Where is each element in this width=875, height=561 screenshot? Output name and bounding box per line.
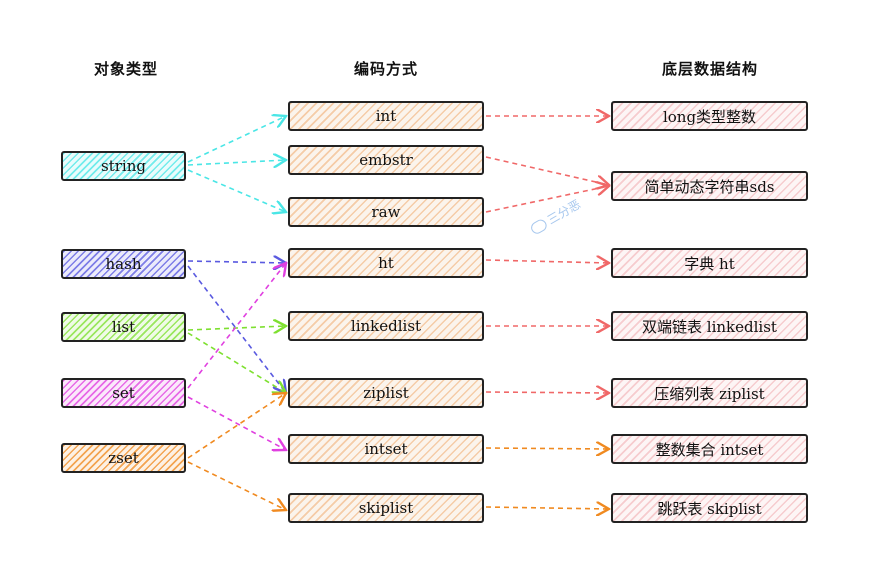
arrow-list-ziplist bbox=[187, 332, 286, 393]
ds-label: 整数集合 intset bbox=[655, 440, 764, 459]
ds-label: long类型整数 bbox=[662, 107, 757, 126]
encoding-label: ziplist bbox=[363, 384, 409, 402]
arrow-hash-ht bbox=[187, 261, 286, 263]
encoding-embstr: embstr bbox=[288, 145, 484, 175]
encoding-label: intset bbox=[364, 440, 408, 458]
ds-intset: 整数集合 intset bbox=[611, 434, 808, 464]
arrow-raw-sds bbox=[485, 186, 609, 213]
ds-label: 双端链表 linkedlist bbox=[642, 317, 777, 336]
encoding-skiplist: skiplist bbox=[288, 493, 484, 523]
encoding-label: raw bbox=[371, 203, 401, 221]
object-type-set: set bbox=[61, 378, 186, 408]
ds-long-integer: long类型整数 bbox=[611, 101, 808, 131]
arrow-skiplist-skiplist bbox=[485, 507, 609, 509]
encoding-int: int bbox=[288, 101, 484, 131]
encoding-label: ht bbox=[378, 254, 394, 272]
header-object-type: 对象类型 bbox=[93, 60, 158, 78]
arrow-intset-intset bbox=[485, 448, 609, 449]
encoding-label: embstr bbox=[359, 151, 413, 169]
arrow-ht-dict bbox=[485, 260, 609, 263]
encoding-linkedlist: linkedlist bbox=[288, 311, 484, 341]
arrow-zset-skiplist bbox=[187, 461, 286, 510]
header-data-structure: 底层数据结构 bbox=[661, 60, 758, 78]
encoding-ziplist: ziplist bbox=[288, 378, 484, 408]
ds-ziplist: 压缩列表 ziplist bbox=[611, 378, 808, 408]
object-type-label: list bbox=[111, 318, 136, 336]
encoding-ht: ht bbox=[288, 248, 484, 278]
encoding-label: skiplist bbox=[358, 499, 414, 517]
encoding-label: int bbox=[375, 107, 397, 125]
object-type-list: list bbox=[61, 312, 186, 342]
arrow-string-embstr bbox=[187, 160, 286, 165]
arrow-set-intset bbox=[187, 396, 286, 450]
object-type-label: string bbox=[101, 157, 146, 175]
ds-dict-ht: 字典 ht bbox=[611, 248, 808, 278]
object-type-label: set bbox=[112, 384, 135, 402]
arrow-ziplist-ziplist bbox=[485, 392, 609, 393]
encoding-intset: intset bbox=[288, 434, 484, 464]
object-type-string: string bbox=[61, 151, 186, 181]
arrow-set-ht bbox=[187, 263, 286, 389]
ds-sds: 简单动态字符串sds bbox=[611, 171, 808, 201]
object-type-hash: hash bbox=[61, 249, 186, 279]
arrow-string-raw bbox=[187, 169, 286, 212]
arrow-zset-ziplist bbox=[187, 393, 286, 459]
object-type-label: zset bbox=[108, 449, 139, 467]
arrow-hash-ziplist bbox=[187, 265, 286, 393]
arrow-list-linkedlist bbox=[187, 326, 286, 330]
arrow-string-int bbox=[187, 116, 286, 163]
ds-linkedlist: 双端链表 linkedlist bbox=[611, 311, 808, 341]
ds-label: 简单动态字符串sds bbox=[644, 177, 775, 196]
header-encoding: 编码方式 bbox=[353, 60, 418, 78]
ds-label: 字典 ht bbox=[684, 254, 735, 273]
ds-label: 跳跃表 skiplist bbox=[657, 499, 762, 518]
ds-skiplist: 跳跃表 skiplist bbox=[611, 493, 808, 523]
object-type-label: hash bbox=[105, 255, 142, 273]
encoding-raw: raw bbox=[288, 197, 484, 227]
encoding-label: linkedlist bbox=[350, 317, 422, 335]
object-type-zset: zset bbox=[61, 443, 186, 473]
arrow-embstr-sds bbox=[485, 156, 609, 185]
ds-label: 压缩列表 ziplist bbox=[654, 384, 765, 403]
